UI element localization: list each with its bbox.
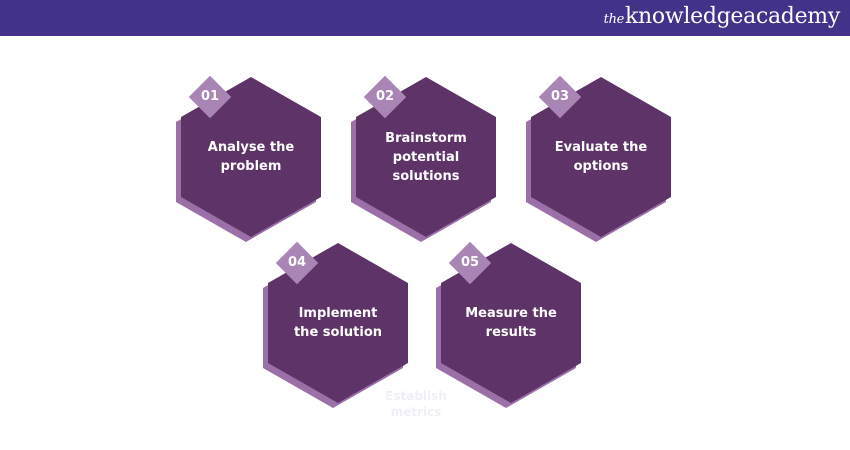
step-label: Measure the results	[465, 306, 557, 340]
step-hexagon-01: Analyse the problem 01	[176, 75, 326, 242]
step-hexagon-03: Evaluate the options 03	[526, 75, 676, 242]
step-number: 01	[200, 89, 220, 104]
step-hexagon-04: Implement the solution 04	[263, 241, 413, 408]
brand-logo[interactable]: theknowledgeacademy	[603, 4, 841, 29]
step-label: Implement the solution	[293, 306, 383, 340]
step-label: Analyse the problem	[207, 140, 295, 174]
header-bar: theknowledgeacademy	[0, 0, 850, 36]
step-number: 04	[287, 255, 307, 270]
step-label: Brainstorm potential solutions	[385, 130, 467, 184]
step-hexagon-05: Measure the results 05	[436, 241, 586, 408]
step-number: 05	[460, 255, 480, 270]
step-number: 03	[550, 89, 570, 104]
faint-text: Establish metrics	[385, 389, 447, 419]
step-hexagon-02: Brainstorm potential solutions 02	[351, 75, 501, 242]
step-label: Evaluate the options	[554, 140, 648, 174]
step-number: 02	[375, 89, 395, 104]
